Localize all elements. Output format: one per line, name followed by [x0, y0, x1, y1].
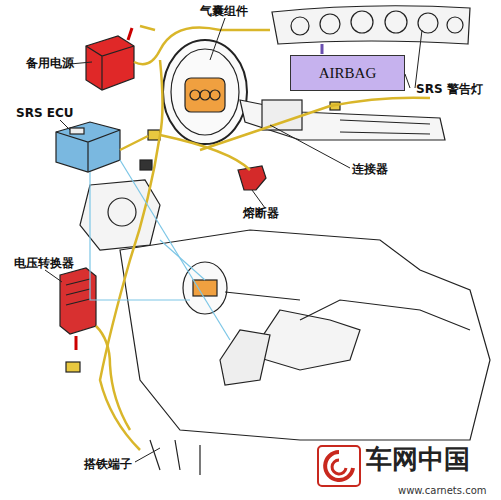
part-label: SRS 警告灯: [416, 82, 483, 96]
leader-line: [252, 190, 265, 208]
bracket-hole: [108, 198, 136, 226]
srs-ecu: [56, 122, 120, 172]
part-label: 熔断器: [243, 206, 279, 220]
ecu-window: [70, 128, 84, 134]
emblem: [200, 90, 210, 100]
console: [220, 330, 270, 385]
leader-line: [415, 30, 422, 88]
column-switch: [262, 100, 302, 130]
airbag-module-small: [193, 280, 217, 296]
projection-line: [90, 172, 190, 300]
part-label: 备用电源: [26, 56, 74, 70]
body-frame: [150, 440, 200, 475]
lamp-text: AIRBAG: [319, 65, 377, 82]
connector: [66, 362, 80, 372]
projection-line: [160, 240, 205, 280]
box-edge: [56, 130, 120, 172]
box-edge: [86, 46, 134, 90]
leader-line: [60, 120, 70, 130]
airbag-module: [185, 78, 225, 112]
leader-line: [210, 18, 225, 60]
floor-line: [300, 300, 470, 330]
warning-lamp-box: AIRBAG: [290, 55, 405, 91]
converter-fins: [66, 279, 90, 305]
leader-line: [405, 74, 410, 88]
instrument-cluster: [272, 6, 470, 44]
steering-wheel-small: [183, 262, 227, 314]
wire-harness: [100, 28, 270, 451]
part-label: 连接器: [352, 162, 388, 176]
emblem: [190, 90, 200, 100]
gauge: [351, 11, 373, 33]
watermark: www.carnets.com: [398, 484, 487, 498]
part-label: 搭铁端子: [84, 457, 132, 471]
part-label: SRS ECU: [16, 106, 73, 120]
wire-harness: [96, 136, 148, 430]
leader-line: [45, 270, 62, 282]
part-label: 电压转换器: [14, 256, 74, 270]
gauge: [447, 17, 463, 33]
wire-harness: [160, 98, 430, 170]
gauge: [291, 17, 309, 35]
steering-column: [240, 100, 445, 140]
gauge: [418, 13, 438, 33]
column-detail: [340, 120, 430, 134]
steering-wheel: [163, 40, 247, 144]
part-label: 气囊组件: [200, 4, 248, 18]
mount-bracket: [80, 180, 160, 250]
leader-line: [270, 125, 350, 168]
car-body: [120, 230, 490, 440]
steering-wheel-rim: [171, 49, 239, 135]
fuse: [238, 166, 266, 190]
connector: [140, 160, 152, 170]
backup-power-unit: [86, 36, 134, 90]
leader-line: [135, 448, 160, 462]
logo-icon: [318, 446, 360, 486]
gauge: [385, 11, 407, 33]
arrow: [75, 336, 78, 350]
projection-line: [120, 160, 230, 340]
watermark: 车网中国: [366, 444, 470, 474]
gauge: [320, 14, 340, 34]
emblem: [210, 90, 220, 100]
leader-arrow: [321, 44, 324, 54]
wire-harness: [140, 26, 155, 30]
arrow: [128, 28, 132, 40]
